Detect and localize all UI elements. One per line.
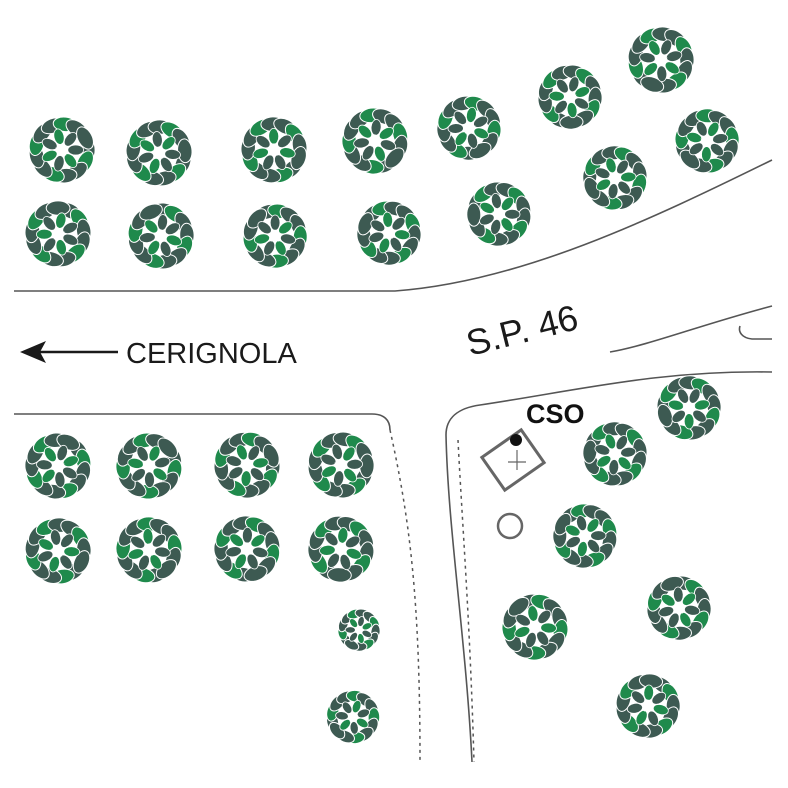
road-edge-south-west [14, 413, 391, 431]
circle-marker-icon [496, 512, 524, 540]
tree-icon [242, 203, 308, 269]
tree-icon [582, 145, 648, 211]
track-edge-inner [457, 439, 475, 763]
road-edge-south-east [445, 371, 773, 763]
tree-icon [656, 375, 722, 441]
site-square-icon [479, 427, 547, 493]
road-name-label: S.P. 46 [462, 297, 582, 364]
tree-icon [552, 503, 618, 569]
tree-icon [582, 421, 648, 487]
tree-icon [24, 200, 92, 268]
tree-icon [466, 181, 532, 247]
tree-icon [24, 432, 92, 500]
road-edge-branch-upper [609, 305, 773, 353]
site-code-label: CSO [526, 399, 585, 429]
site-point-icon [510, 434, 522, 446]
tree-icon [646, 575, 712, 641]
tree-icon [240, 116, 308, 184]
tree-icon [24, 517, 92, 585]
arrow-left-icon [20, 341, 118, 363]
tree-icon [341, 107, 409, 175]
tree-icon [356, 200, 422, 266]
tree-layer [24, 26, 740, 745]
tree-icon [537, 64, 603, 130]
destination-label: CERIGNOLA [126, 338, 297, 370]
tree-icon [307, 431, 375, 499]
tree-icon [213, 515, 281, 583]
tree-icon [115, 432, 183, 500]
tree-icon [28, 116, 96, 184]
road-network [14, 159, 773, 763]
tree-icon [627, 26, 695, 94]
tree-icon [674, 108, 740, 174]
tree-icon [436, 95, 502, 161]
tree-icon [326, 689, 381, 745]
tree-icon [127, 202, 195, 270]
tree-icon [615, 673, 681, 739]
tree-icon [307, 515, 375, 583]
road-spur [738, 325, 772, 340]
road-edge-north [14, 159, 773, 292]
tree-icon [213, 431, 281, 499]
tree-icon [501, 593, 569, 661]
tree-icon [125, 119, 193, 187]
tree-icon [337, 608, 381, 652]
dirt-track [389, 429, 421, 763]
track-edge-west [389, 429, 421, 763]
tree-icon [115, 516, 183, 584]
